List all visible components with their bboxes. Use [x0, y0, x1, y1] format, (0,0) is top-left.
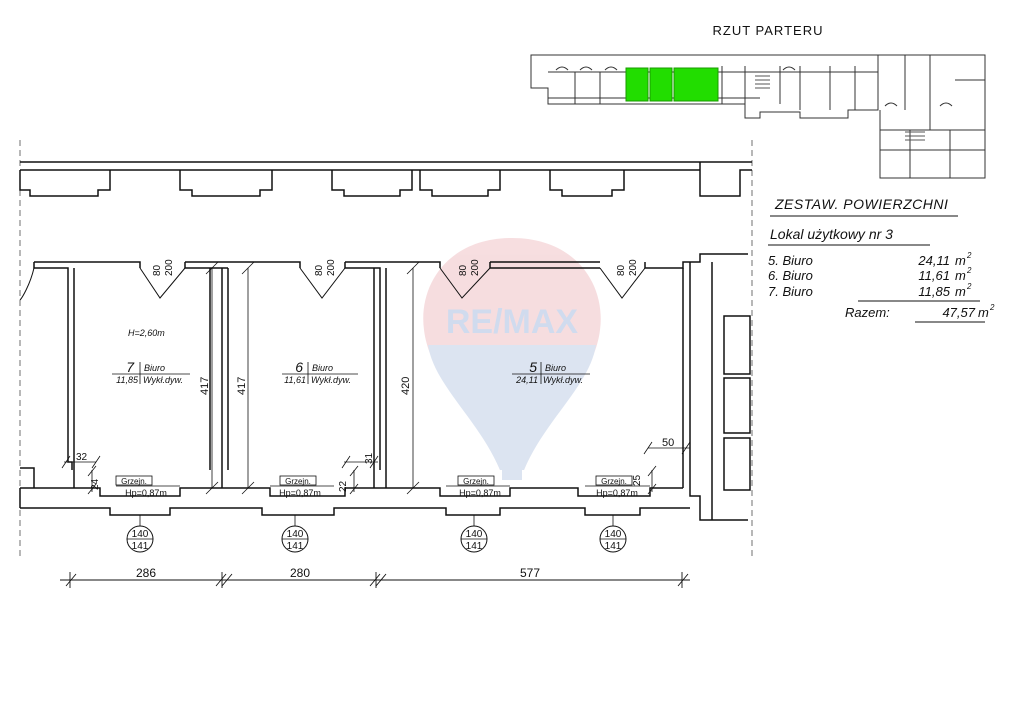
room-label-6: 6 Biuro 11,61 Wykł.dyw.: [282, 359, 358, 385]
room-number: 7: [126, 359, 135, 375]
radiator: Grzejn. Hp=0,87m: [115, 475, 180, 498]
page-title: RZUT PARTERU: [713, 23, 824, 38]
summary-row-area: 24,11: [917, 253, 950, 268]
window-height: 141: [605, 541, 622, 552]
room-floor: Wykł.dyw.: [143, 375, 183, 385]
small-dim: 32: [76, 452, 88, 463]
summary-row-name: 5. Biuro: [768, 253, 813, 268]
room-number: 5: [529, 359, 537, 375]
main-plan-walls: [19, 140, 753, 560]
summary-row: 6. Biuro 11,61 m 2: [768, 266, 972, 283]
window-width: 140: [605, 529, 622, 540]
summary-total-unit: m: [978, 305, 989, 320]
radiator: Grzejn. Hp=0,87m: [446, 475, 510, 498]
window-tag: 140 141: [281, 515, 309, 553]
summary-total: Razem: 47,57 m 2: [845, 303, 995, 320]
room-depth-dim: 417: [199, 377, 211, 395]
summary-row-area: 11,61: [918, 268, 950, 283]
bottom-dim: 280: [290, 566, 310, 580]
room-label-7: H=2,60m 7 Biuro 11,85 Wykł.dyw.: [112, 328, 190, 385]
summary-row: 5. Biuro 24,11 m 2: [768, 251, 972, 268]
door-height: 200: [628, 259, 639, 276]
room-depth-dim: 417: [236, 377, 248, 395]
door-width: 80: [314, 264, 325, 276]
room-name: Biuro: [144, 363, 165, 373]
summary-row-unit: m: [955, 268, 966, 283]
room-height: H=2,60m: [128, 328, 165, 338]
window-sill-height: Hp=0,87m: [596, 488, 638, 498]
door-width: 80: [152, 264, 163, 276]
summary-title: ZESTAW. POWIERZCHNI: [774, 196, 948, 212]
door-width: 80: [458, 264, 469, 276]
window-height: 141: [466, 541, 483, 552]
depth-dimension-lines: [205, 261, 420, 495]
radiator: Grzejn. Hp=0,87m: [585, 475, 650, 498]
room-floor: Wykł.dyw.: [311, 375, 351, 385]
key-plan: [530, 54, 986, 179]
remax-logo-text: RE/MAX: [446, 303, 579, 341]
window-tag: 140 141: [460, 515, 488, 553]
bottom-dim: 577: [520, 566, 540, 580]
small-dim: 50: [662, 437, 674, 449]
window-width: 140: [132, 529, 149, 540]
window-height: 141: [287, 541, 304, 552]
small-dim: 22: [338, 480, 349, 492]
door-height: 200: [470, 259, 481, 276]
radiator: Grzejn. Hp=0,87m: [270, 475, 334, 498]
door-label: 80 200: [152, 259, 175, 276]
small-dimensions: [61, 441, 691, 495]
radiator-label: Grzejn.: [601, 477, 627, 486]
radiator-label: Grzejn.: [285, 477, 311, 486]
room-area: 11,61: [284, 375, 306, 385]
room-number: 6: [295, 359, 303, 375]
small-dim: 31: [364, 452, 375, 464]
bottom-dimension-chain: [60, 572, 690, 588]
door-height: 200: [326, 259, 337, 276]
room-area: 11,85: [116, 375, 139, 385]
radiator-label: Grzejn.: [463, 477, 489, 486]
room-label-5: 5 Biuro 24,11 Wykł.dyw.: [512, 359, 590, 385]
door-swings: [19, 267, 646, 301]
summary-row-unit-sup: 2: [966, 251, 972, 260]
small-dim: 24: [90, 478, 101, 490]
window-height: 141: [132, 541, 149, 552]
door-width: 80: [616, 264, 627, 276]
key-plan-highlight: [625, 67, 719, 102]
room-floor: Wykł.dyw.: [543, 375, 583, 385]
summary-total-area: 47,57: [942, 305, 975, 320]
room-area: 24,11: [515, 375, 538, 385]
summary-subtitle: Lokal użytkowy nr 3: [770, 226, 893, 242]
summary-row-name: 6. Biuro: [768, 268, 813, 283]
room-name: Biuro: [312, 363, 333, 373]
window-sill-height: Hp=0,87m: [125, 488, 167, 498]
summary-row-unit-sup: 2: [966, 282, 972, 291]
summary-total-unit-sup: 2: [989, 303, 995, 312]
door-label: 80 200: [458, 259, 481, 276]
window-sill-height: Hp=0,87m: [279, 488, 321, 498]
window-tag: 140 141: [599, 515, 627, 553]
radiator-label: Grzejn.: [121, 477, 147, 486]
remax-watermark: RE/MAX: [423, 238, 601, 480]
window-tag: 140 141: [126, 515, 154, 553]
summary-row-area: 11,85: [918, 284, 950, 299]
summary-row-unit: m: [955, 284, 966, 299]
summary-row-name: 7. Biuro: [768, 284, 813, 299]
room-depth-dim: 420: [400, 377, 412, 395]
window-sill-height: Hp=0,87m: [459, 488, 501, 498]
room-name: Biuro: [545, 363, 566, 373]
window-width: 140: [287, 529, 304, 540]
bottom-dim: 286: [136, 566, 156, 580]
door-height: 200: [164, 259, 175, 276]
summary-total-label: Razem:: [845, 305, 890, 320]
area-summary: ZESTAW. POWIERZCHNI Lokal użytkowy nr 3 …: [768, 196, 995, 323]
door-label: 80 200: [314, 259, 337, 276]
summary-row: 7. Biuro 11,85 m 2: [768, 282, 972, 299]
small-dim: 25: [632, 474, 643, 486]
summary-row-unit: m: [955, 253, 966, 268]
summary-row-unit-sup: 2: [966, 266, 972, 275]
door-label: 80 200: [616, 259, 639, 276]
window-width: 140: [466, 529, 483, 540]
